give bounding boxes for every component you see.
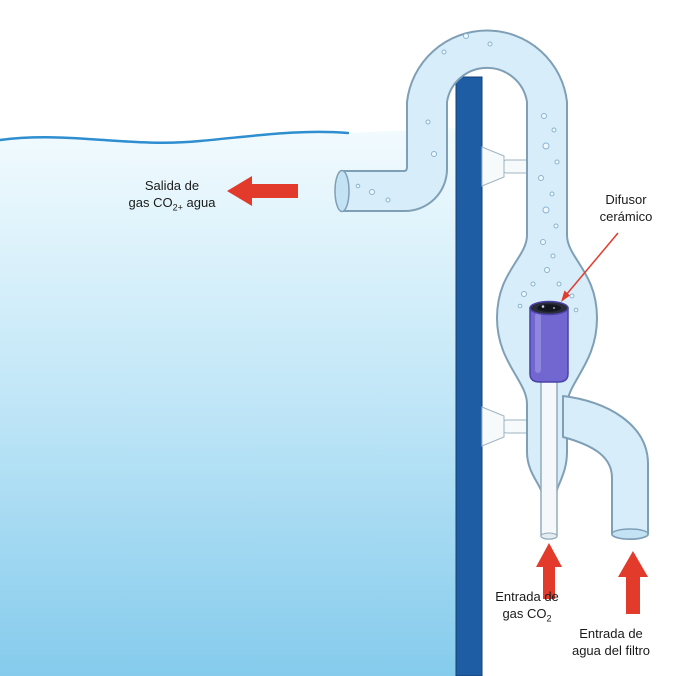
water-inlet-arrow-icon [618,551,648,614]
label-difusor-line2: cerámico [599,209,653,224]
label-entrada-agua-filtro: Entrada de agua del filtro [547,625,675,659]
label-salida-line2: gas CO [128,195,173,210]
co2-inner-tube [540,379,558,540]
co2-inner-tube-opening [540,532,558,540]
label-entrada-agua-line2: agua del filtro [571,643,651,658]
water-inlet-opening [611,528,649,540]
label-entrada-gas-co2: Entrada de gas CO2 [495,589,559,624]
label-difusor-ceramico: Difusor cerámico [566,191,675,225]
label-difusor-line1: Difusor [605,192,647,207]
label-entrada-agua-line1: Entrada de [579,626,643,641]
water-inlet-branch [562,395,649,540]
label-entrada-gas-line1: Entrada de [495,589,559,604]
label-salida-line1: Salida de [144,178,200,193]
gas-inlet-arrow-icon [536,543,562,599]
bubbles [355,33,579,313]
outlet-opening [334,169,350,213]
difusor-pointer-line [561,232,619,302]
salida-arrow-icon [227,176,298,206]
suction-cup-top [481,146,529,187]
suction-cup-bottom [481,406,529,447]
aquarium-water [0,128,458,676]
label-salida-gas-co2-agua: Salida de gas CO2+ agua [128,178,216,213]
label-entrada-gas-line2: gas CO [502,606,547,621]
ceramic-diffuser [529,300,569,383]
aquarium-glass-bar [455,76,483,676]
water-surface-line [0,130,350,144]
